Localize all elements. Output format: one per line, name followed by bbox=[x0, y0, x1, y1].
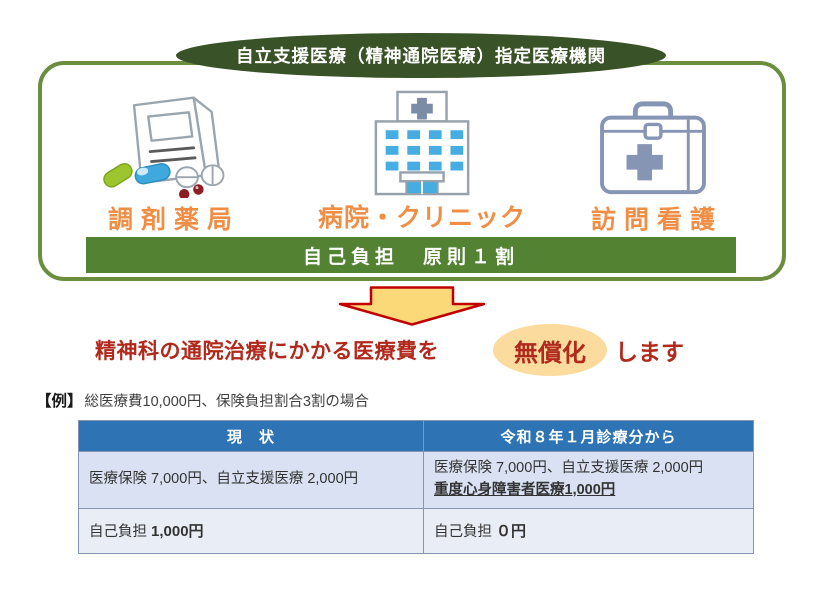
cell-future-breakdown: 医療保険 7,000円、自立支援医療 2,000円 重度心身障害者医療1,000… bbox=[423, 451, 754, 509]
copay-bar: 自己負担 原則１割 bbox=[86, 237, 736, 273]
down-arrow-icon bbox=[338, 286, 486, 331]
table-row-breakdown: 医療保険 7,000円、自立支援医療 2,000円 医療保険 7,000円、自立… bbox=[78, 451, 754, 509]
col-header-current: 現 状 bbox=[78, 420, 424, 452]
statement-prefix: 精神科の通院治療にかかる医療費を bbox=[95, 340, 439, 363]
future-copay-label: 自己負担 bbox=[434, 524, 492, 540]
example-text: 総医療費10,000円、保険負担割合3割の場合 bbox=[84, 394, 369, 410]
statement-suffix: します bbox=[615, 339, 684, 365]
current-copay-value: 1,000円 bbox=[151, 523, 204, 540]
cell-current-breakdown: 医療保険 7,000円、自立支援医療 2,000円 bbox=[78, 451, 424, 509]
example-caption: 【例】 総医療費10,000円、保険負担割合3割の場合 bbox=[36, 389, 369, 411]
facility-pharmacy: 調剤薬局 bbox=[80, 92, 260, 236]
comparison-table: 現 状 令和８年１月診療分から 医療保険 7,000円、自立支援医療 2,000… bbox=[78, 420, 754, 554]
pharmacy-label: 調剤薬局 bbox=[107, 206, 240, 234]
page-title: 自立支援医療（精神通院医療）指定医療機関 bbox=[236, 46, 606, 66]
example-label: 【例】 bbox=[36, 393, 83, 410]
future-copay-value: ０円 bbox=[496, 523, 527, 540]
nursing-label: 訪問看護 bbox=[590, 206, 723, 234]
future-breakdown-line2: 重度心身障害者医療1,000円 bbox=[434, 481, 616, 498]
current-breakdown-text: 医療保険 7,000円、自立支援医療 2,000円 bbox=[89, 470, 359, 487]
title-banner-oval: 自立支援医療（精神通院医療）指定医療機関 bbox=[176, 33, 666, 78]
hospital-icon bbox=[358, 90, 486, 196]
statement-highlight: 無償化 bbox=[514, 339, 586, 367]
current-copay-label: 自己負担 bbox=[89, 524, 147, 540]
copay-bar-text: 自己負担 原則１割 bbox=[302, 246, 519, 268]
statement-line: 精神科の通院治療にかかる医療費を 無償化 します bbox=[95, 323, 684, 377]
col-header-future: 令和８年１月診療分から bbox=[423, 420, 754, 452]
highlight-oval: 無償化 bbox=[493, 324, 607, 376]
future-breakdown-line1: 医療保険 7,000円、自立支援医療 2,000円 bbox=[434, 460, 704, 476]
table-header-row: 現 状 令和８年１月診療分から bbox=[78, 420, 754, 452]
pharmacy-bag-icon bbox=[95, 92, 245, 198]
facility-hospital: 病院・クリニック bbox=[318, 90, 525, 234]
hospital-label: 病院・クリニック bbox=[318, 204, 527, 232]
first-aid-kit-icon bbox=[594, 92, 712, 198]
facility-nursing: 訪問看護 bbox=[568, 92, 738, 236]
